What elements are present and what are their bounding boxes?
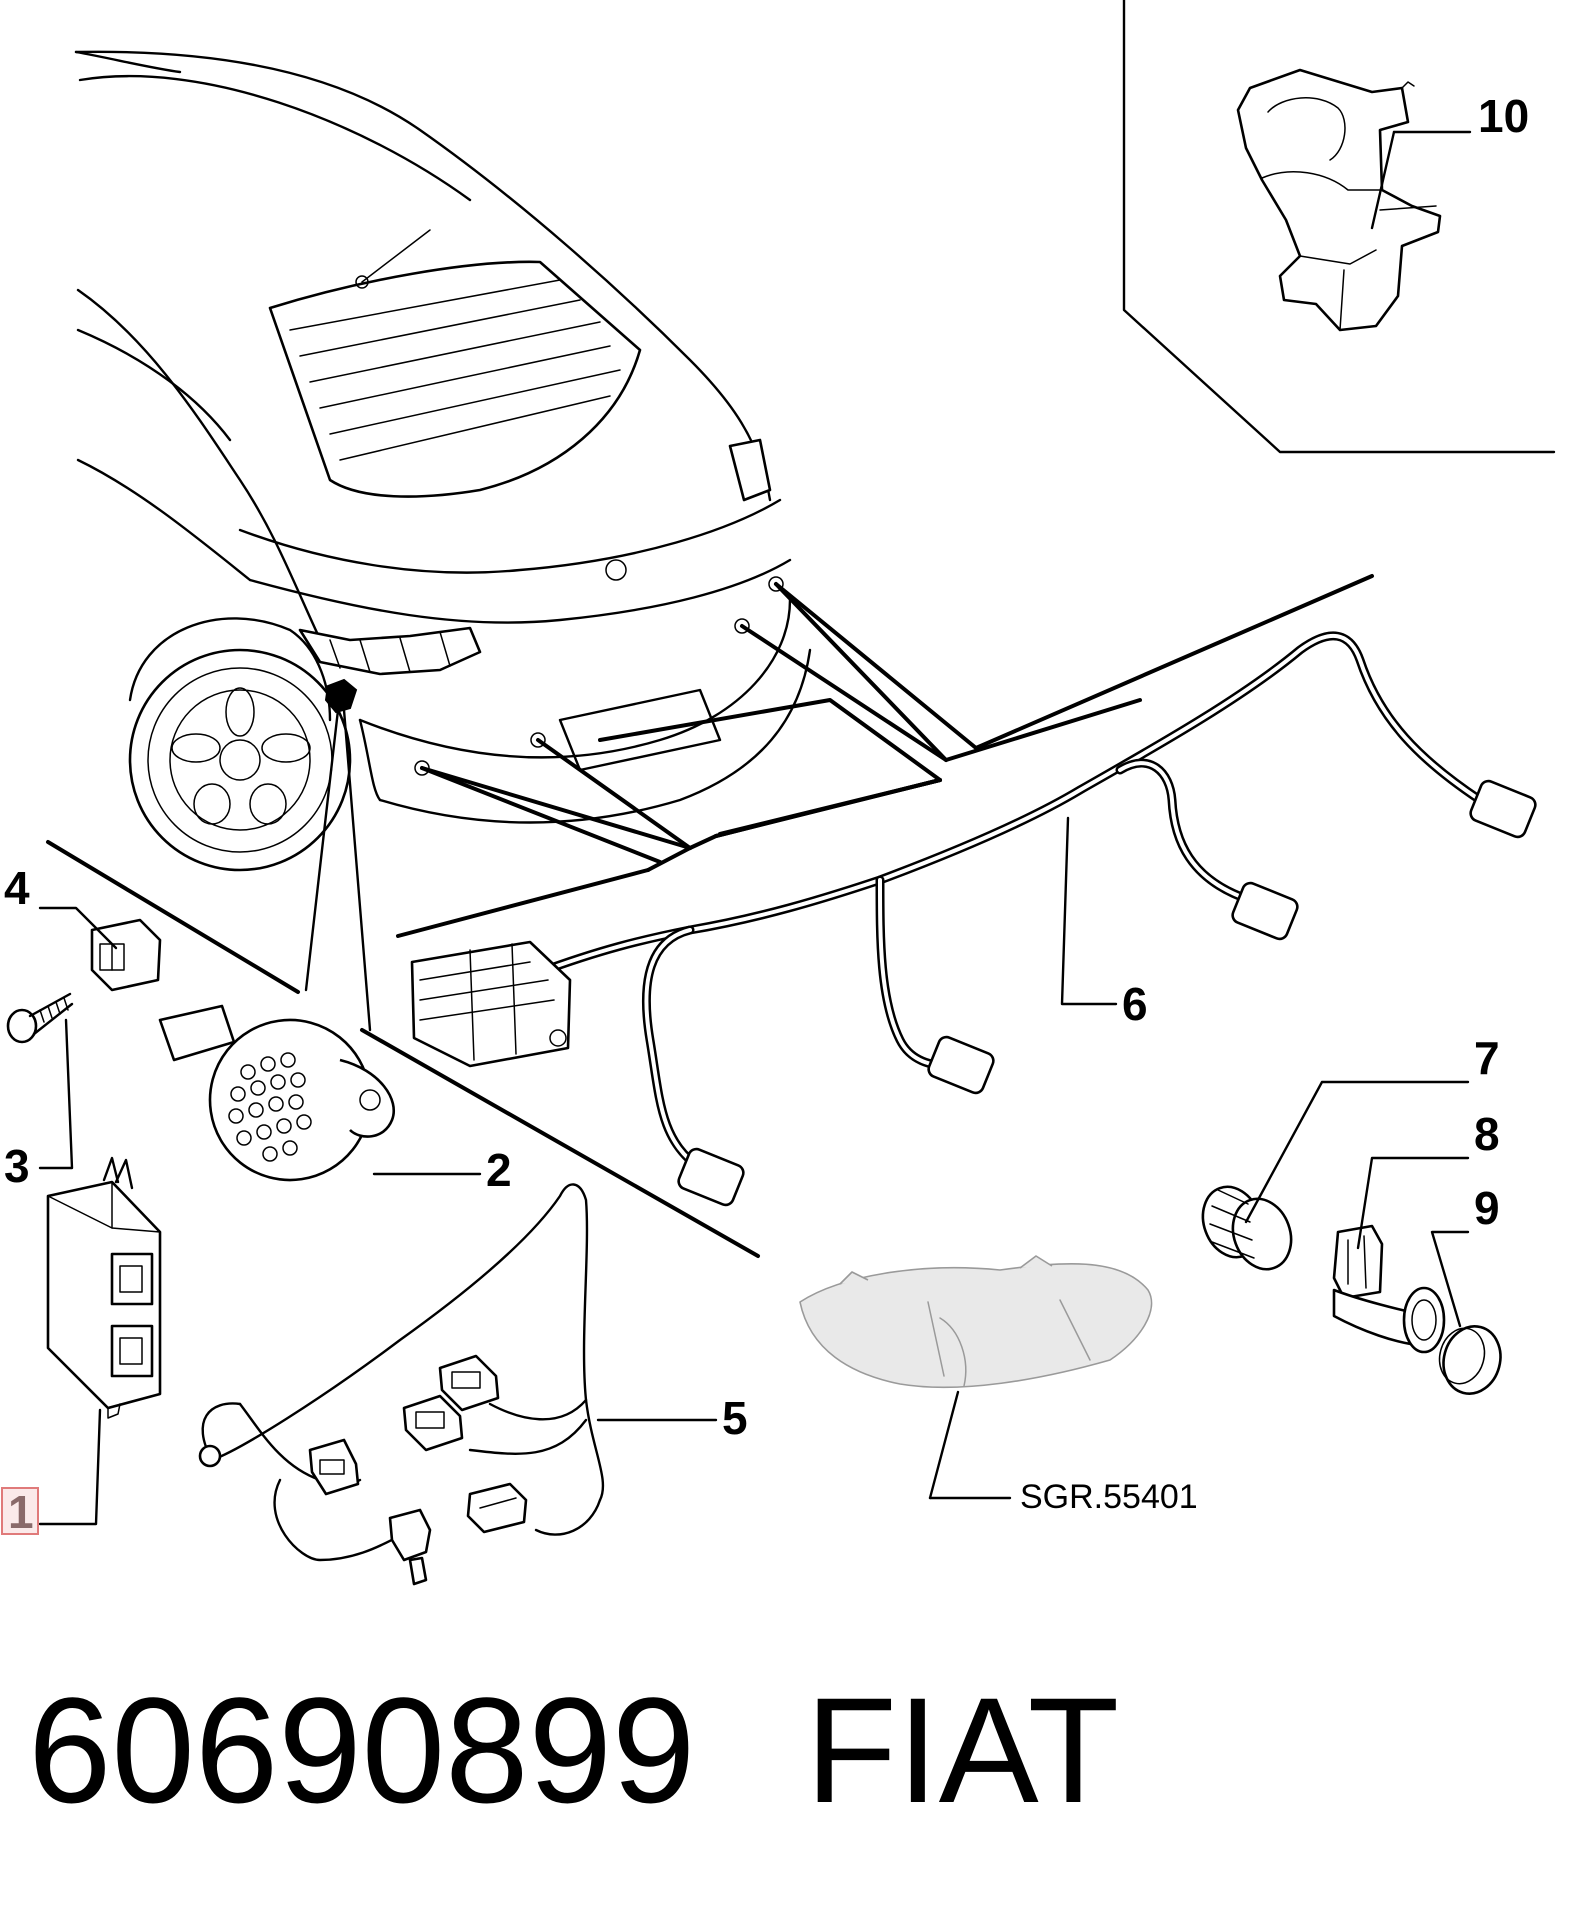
callout-4: 4 (4, 862, 30, 914)
rear-bumper-reference (799, 1255, 1153, 1500)
reference-label: SGR.55401 (1020, 1478, 1198, 1516)
callout-labels: 10 6 7 8 9 5 2 3 4 1 SGR.55401 (1, 90, 1529, 1538)
sensor-plug-3 (1231, 881, 1299, 941)
callout-leaders (38, 130, 1472, 1526)
wiring-harness-part-6 (410, 631, 1537, 1207)
car-rear-view (74, 50, 812, 872)
sensor-cap-part-9 (1438, 1325, 1502, 1395)
inset-frame (1122, 0, 1556, 454)
callout-5: 5 (722, 1392, 748, 1444)
callout-1: 1 (8, 1486, 34, 1538)
harness-plug-a (438, 1354, 500, 1412)
callout-7: 7 (1474, 1032, 1500, 1084)
parking-sensor-part-8 (1332, 1224, 1446, 1354)
harness-plug-b (402, 1394, 464, 1452)
sensor-plug-1 (677, 1147, 745, 1207)
callout-10: 10 (1478, 90, 1529, 142)
callout-3: 3 (4, 1140, 30, 1192)
brand-name: FIAT (805, 1666, 1120, 1834)
callout-1-highlight-box (1, 1487, 39, 1535)
callout-8: 8 (1474, 1108, 1500, 1160)
connector-part-4 (90, 918, 162, 992)
sensor-leader-lines (46, 574, 1374, 1258)
harness-plug-c (308, 1438, 360, 1496)
harness-plug-d (466, 1482, 528, 1534)
control-module-part-1 (46, 1156, 162, 1419)
callout-6: 6 (1122, 978, 1148, 1030)
harness-plug-f (198, 1444, 222, 1468)
callout-2: 2 (486, 1144, 512, 1196)
sensor-plug-2 (927, 1035, 995, 1095)
sensor-plug-4 (1469, 779, 1537, 839)
ecu-connector (410, 940, 572, 1068)
wiring-harness-part-5 (198, 1183, 605, 1586)
harness-plug-e (388, 1508, 432, 1586)
callout-9: 9 (1474, 1182, 1500, 1234)
sensor-bezel-part-7 (1201, 1185, 1293, 1271)
screw-part-3 (6, 992, 74, 1044)
buzzer-grille (228, 1052, 312, 1162)
part-footer: 60690899 FIAT (28, 1640, 1548, 1860)
part-number: 60690899 (28, 1666, 696, 1834)
buzzer-part-2 (158, 1004, 395, 1182)
cable-clip-part-10 (1236, 68, 1442, 332)
